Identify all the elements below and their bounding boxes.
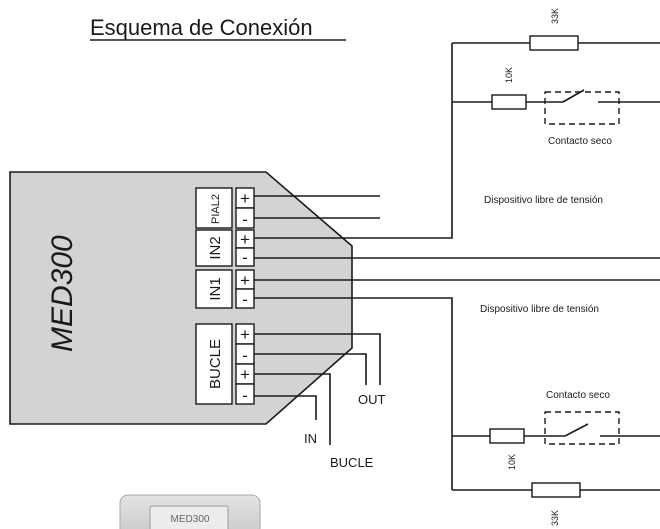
upper-33k-resistor xyxy=(529,35,579,51)
upper-10k-resistor xyxy=(491,94,527,110)
bucle-minus1-wire xyxy=(254,353,367,385)
in1-label: IN1 xyxy=(207,277,224,300)
bucle-plus1-sign: + xyxy=(240,325,250,344)
in2-plus-wire xyxy=(254,43,453,239)
lower-33k-label: 33K xyxy=(550,510,560,526)
device-name: MED300 xyxy=(46,235,79,352)
in2-minus-sign: - xyxy=(242,248,248,267)
in2-label: IN2 xyxy=(207,236,224,259)
bucle-plus1-wire xyxy=(254,333,381,385)
bucle-minus2-terminal xyxy=(235,383,255,405)
lower-device-label: Dispositivo libre de tensión xyxy=(480,304,599,315)
product-photo-label: MED300 xyxy=(171,514,210,525)
bucle-loop-label: BUCLE xyxy=(330,455,374,470)
in1-minus-wire xyxy=(254,297,453,490)
in1-minus-sign: - xyxy=(242,290,248,309)
in2-label-box xyxy=(195,229,233,267)
pial2-label: PIAL2 xyxy=(210,194,222,224)
lower-contact-dashed-box xyxy=(544,411,620,445)
pial2-label-box xyxy=(195,187,233,229)
upper-10k-label: 10K xyxy=(504,67,514,83)
lower-contact-label: Contacto seco xyxy=(546,390,610,401)
bucle-plus2-wire xyxy=(254,373,331,445)
lower-10k-resistor xyxy=(489,428,525,444)
lower-10k-label: 10K xyxy=(507,454,517,470)
upper-device-label: Dispositivo libre de tensión xyxy=(484,195,603,206)
upper-33k-label: 33K xyxy=(550,8,560,24)
in2-minus-terminal xyxy=(235,247,255,267)
bucle-minus2-sign: - xyxy=(242,386,248,405)
upper-contact-label: Contacto seco xyxy=(548,136,612,147)
bucle-minus2-wire xyxy=(254,395,317,420)
pial2-plus-sign: + xyxy=(240,189,250,208)
out-label: OUT xyxy=(358,392,386,407)
bucle-plus2-sign: + xyxy=(240,365,250,384)
in2-plus-sign: + xyxy=(240,230,250,249)
lower-contact-arm xyxy=(564,423,589,437)
bucle-label-box xyxy=(195,323,233,405)
in1-plus-sign: + xyxy=(240,271,250,290)
in-label: IN xyxy=(304,431,317,446)
bucle-label: BUCLE xyxy=(207,339,224,389)
in1-label-box xyxy=(195,269,233,309)
product-photo-panel xyxy=(149,505,229,529)
diagram-title: Esquema de Conexión xyxy=(90,15,313,40)
lower-33k-resistor xyxy=(531,482,581,498)
bucle-minus1-sign: - xyxy=(242,346,248,365)
pial2-minus-sign: - xyxy=(242,210,248,229)
upper-contact-dashed-box xyxy=(544,91,620,125)
med300-body xyxy=(9,171,353,425)
